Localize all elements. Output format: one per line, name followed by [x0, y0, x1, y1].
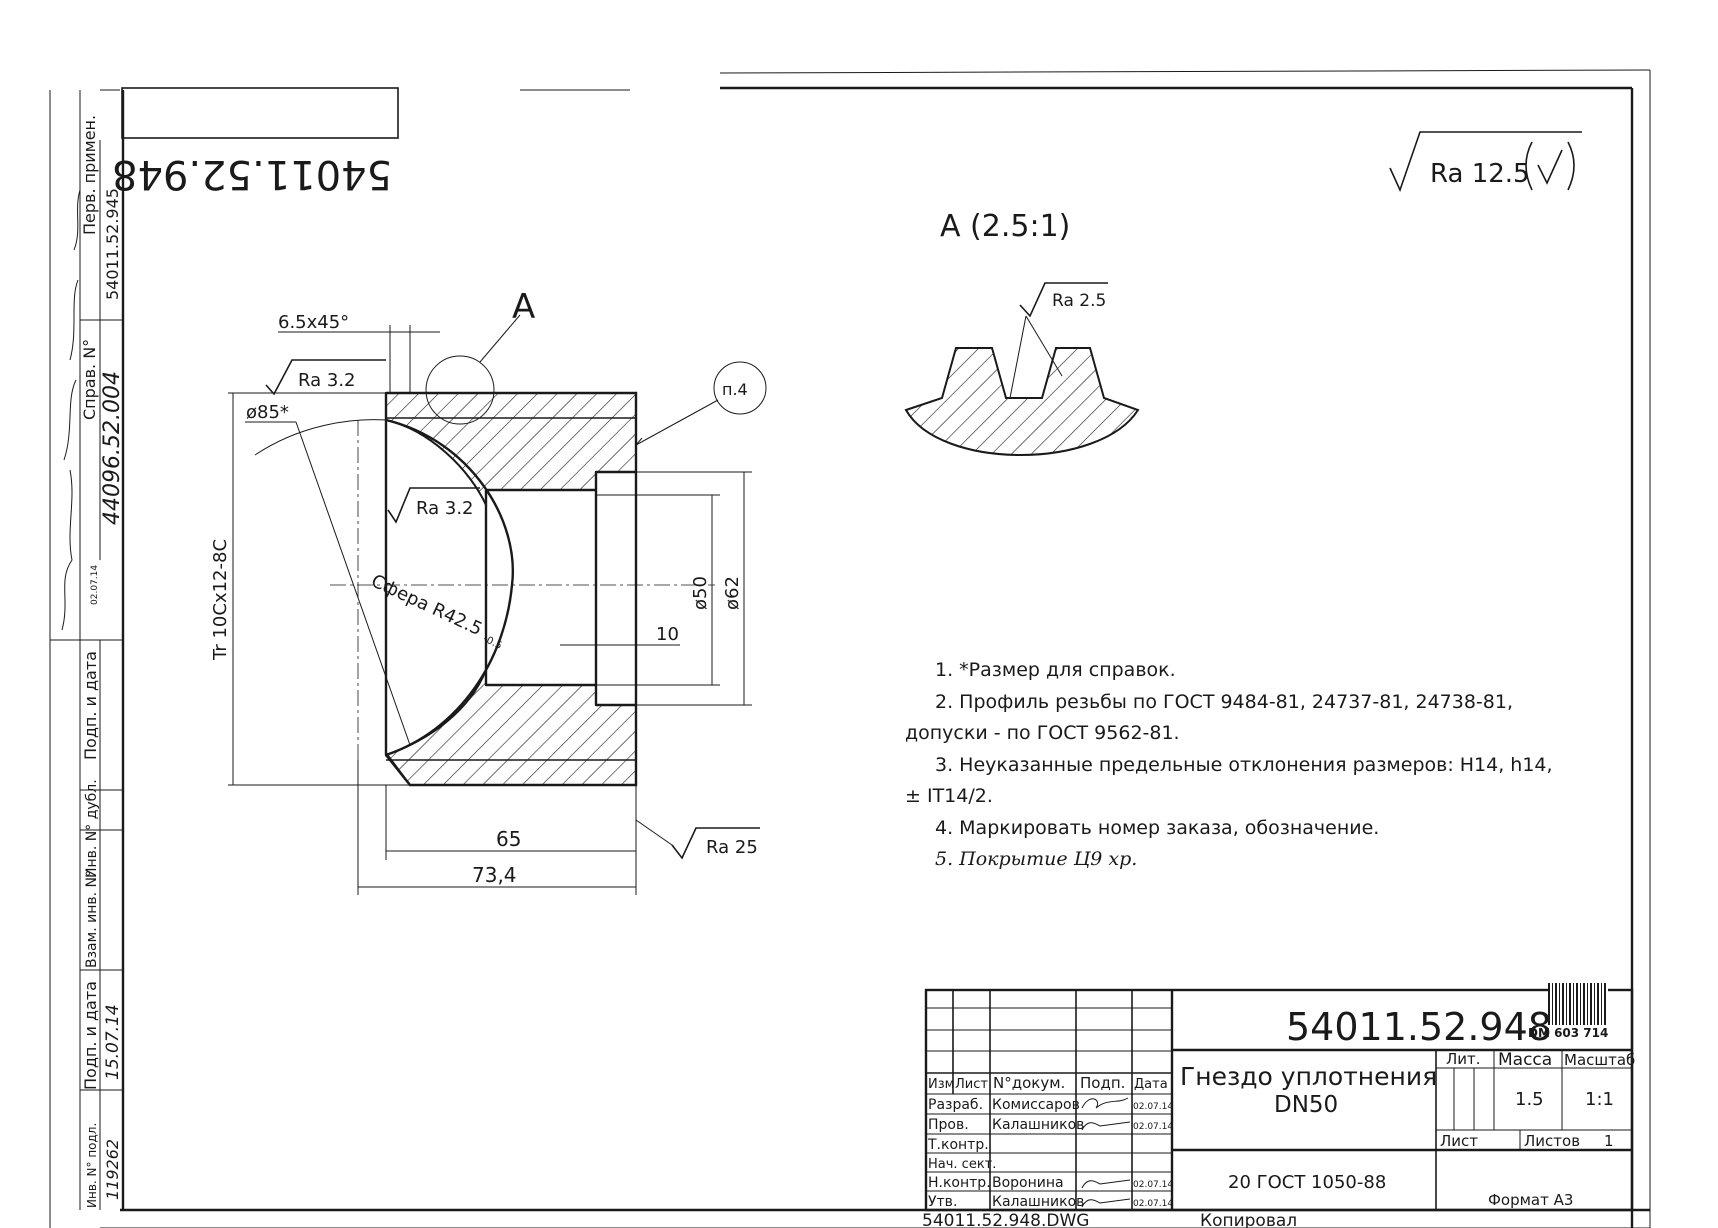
podp-data-label: Подп. и дата: [81, 651, 100, 760]
signature-6: [1081, 1198, 1131, 1208]
role-1: Разраб.: [928, 1097, 983, 1113]
date-5: 02.07.14: [1133, 1180, 1173, 1190]
inv-podl-value: 119262: [103, 1139, 122, 1200]
bore-roughness: Ra 3.2: [298, 370, 356, 391]
format-label: Формат А3: [1488, 1191, 1573, 1209]
note-5: 5. Покрытие Ц9 хр.: [935, 848, 1138, 870]
role-2: Пров.: [928, 1117, 969, 1133]
lit-label: Лит.: [1446, 1050, 1481, 1068]
podp-data-label2: Подп. и дата: [81, 981, 100, 1090]
date-1: 02.07.14: [1133, 1102, 1173, 1112]
vzam-label: Взам. инв. N°: [84, 870, 100, 968]
sheet-label: Лист: [1440, 1132, 1478, 1150]
barcode-stamp: [1548, 983, 1608, 1025]
signature-scribble: [61, 189, 81, 631]
date-2: 02.07.14: [1133, 1122, 1173, 1132]
hdr-sign: Подп.: [1080, 1074, 1125, 1092]
general-roughness-text: Ra 12.5: [1430, 159, 1530, 189]
note-1: 1. *Размер для справок.: [935, 659, 1176, 681]
stamp-code: DM 603 714: [1528, 1026, 1608, 1040]
role-3: Т.контр.: [927, 1137, 989, 1153]
recess-depth: 10: [656, 624, 679, 645]
podp-data-value2: 15.07.14: [103, 1004, 123, 1080]
hdr-list: Лист: [955, 1077, 988, 1092]
scale-value: 1:1: [1585, 1089, 1614, 1110]
role-4: Нач. сект.: [928, 1157, 996, 1172]
perv-primen-value: 54011.52.945: [103, 188, 122, 300]
note-3: 3. Неуказанные предельные отклонения раз…: [935, 753, 1553, 776]
sheet-frame: [49, 69, 1651, 1228]
name-5: Воронина: [992, 1175, 1064, 1191]
name-6: Калашников: [992, 1194, 1084, 1210]
technical-notes: 1. *Размер для справок. 2. Профиль резьб…: [905, 655, 1605, 876]
title-line2: DN50: [1274, 1092, 1338, 1118]
sheets-label: Листов: [1524, 1132, 1580, 1150]
name-1: Комиссаров: [992, 1097, 1080, 1113]
note-4: 4. Маркировать номер заказа, обозначение…: [935, 816, 1380, 839]
face-roughness: Ra 25: [706, 837, 758, 858]
mass-label: Масса: [1498, 1050, 1552, 1070]
bore-dia: ø50: [690, 576, 711, 610]
length-inner: 65: [496, 827, 521, 851]
detail-view: A (2.5:1) Ra 2.5: [904, 209, 1140, 456]
title-line1: Гнездо уплотнения: [1180, 1062, 1437, 1091]
note-ref-text: п.4: [722, 380, 748, 399]
mirrored-number-box: 54011.52.948: [112, 87, 399, 197]
mirrored-number: 54011.52.948: [112, 151, 392, 197]
outer-dia: ø62: [722, 576, 743, 610]
scale-label: Масштаб: [1564, 1051, 1635, 1069]
note-3-cont: ± IT14/2.: [905, 785, 993, 807]
hdr-doc: N°докум.: [993, 1074, 1065, 1092]
chamfer-dim: 6.5х45°: [278, 312, 349, 333]
material: 20 ГОСТ 1050-88: [1228, 1172, 1386, 1193]
date-6: 02.07.14: [1133, 1199, 1173, 1209]
section-view: A п.4 6.5х45° Ra 3.2 ø85* Ra 3.2 Сфера R…: [210, 287, 767, 895]
note-2: 2. Профиль резьбы по ГОСТ 9484-81, 24737…: [935, 690, 1513, 713]
date-small: 02.07.14: [90, 565, 100, 605]
sprav-value: 44096.52.004: [100, 371, 125, 525]
inv-podl-label: Инв. N° подл.: [85, 1123, 99, 1208]
note-2-cont: допуски - по ГОСТ 9562-81.: [905, 722, 1180, 744]
perv-primen-label: Перв. примен.: [80, 115, 99, 235]
thread-dim: Tr 10Cх12-8C: [210, 539, 231, 661]
general-roughness: Ra 12.5: [1389, 131, 1582, 193]
file-name: 54011.52.948.DWG: [922, 1211, 1089, 1228]
length-total: 73,4: [472, 863, 517, 887]
sprav-label: Справ. N°: [80, 339, 99, 420]
role-6: Утв.: [928, 1194, 957, 1210]
hdr-date: Дата: [1134, 1077, 1168, 1092]
detail-label: A (2.5:1): [940, 209, 1070, 244]
sphere-dia: ø85*: [246, 402, 289, 423]
callout-letter: A: [512, 287, 535, 327]
title-block: 54011.52.948 Гнездо уплотнения DN50 20 Г…: [922, 988, 1635, 1228]
signature-5: [1081, 1179, 1131, 1189]
thread-profile-roughness: Ra 2.5: [1052, 291, 1106, 311]
signature-2: [1081, 1121, 1131, 1131]
copied-label: Копировал: [1200, 1211, 1297, 1228]
sheets-value: 1: [1604, 1132, 1614, 1150]
mass-value: 1.5: [1515, 1089, 1544, 1110]
side-strip: Перв. примен. 54011.52.945 Справ. N° 440…: [50, 115, 125, 1210]
role-5: Н.контр.: [928, 1175, 991, 1191]
hdr-izm: Изм: [928, 1077, 954, 1092]
name-2: Калашников: [992, 1117, 1084, 1133]
signature-1: [1081, 1097, 1129, 1109]
drawing-number: 54011.52.948: [1286, 1005, 1552, 1049]
sphere-roughness: Ra 3.2: [416, 498, 474, 519]
inv-dubl-label: Инв. N° дубл.: [84, 779, 100, 878]
